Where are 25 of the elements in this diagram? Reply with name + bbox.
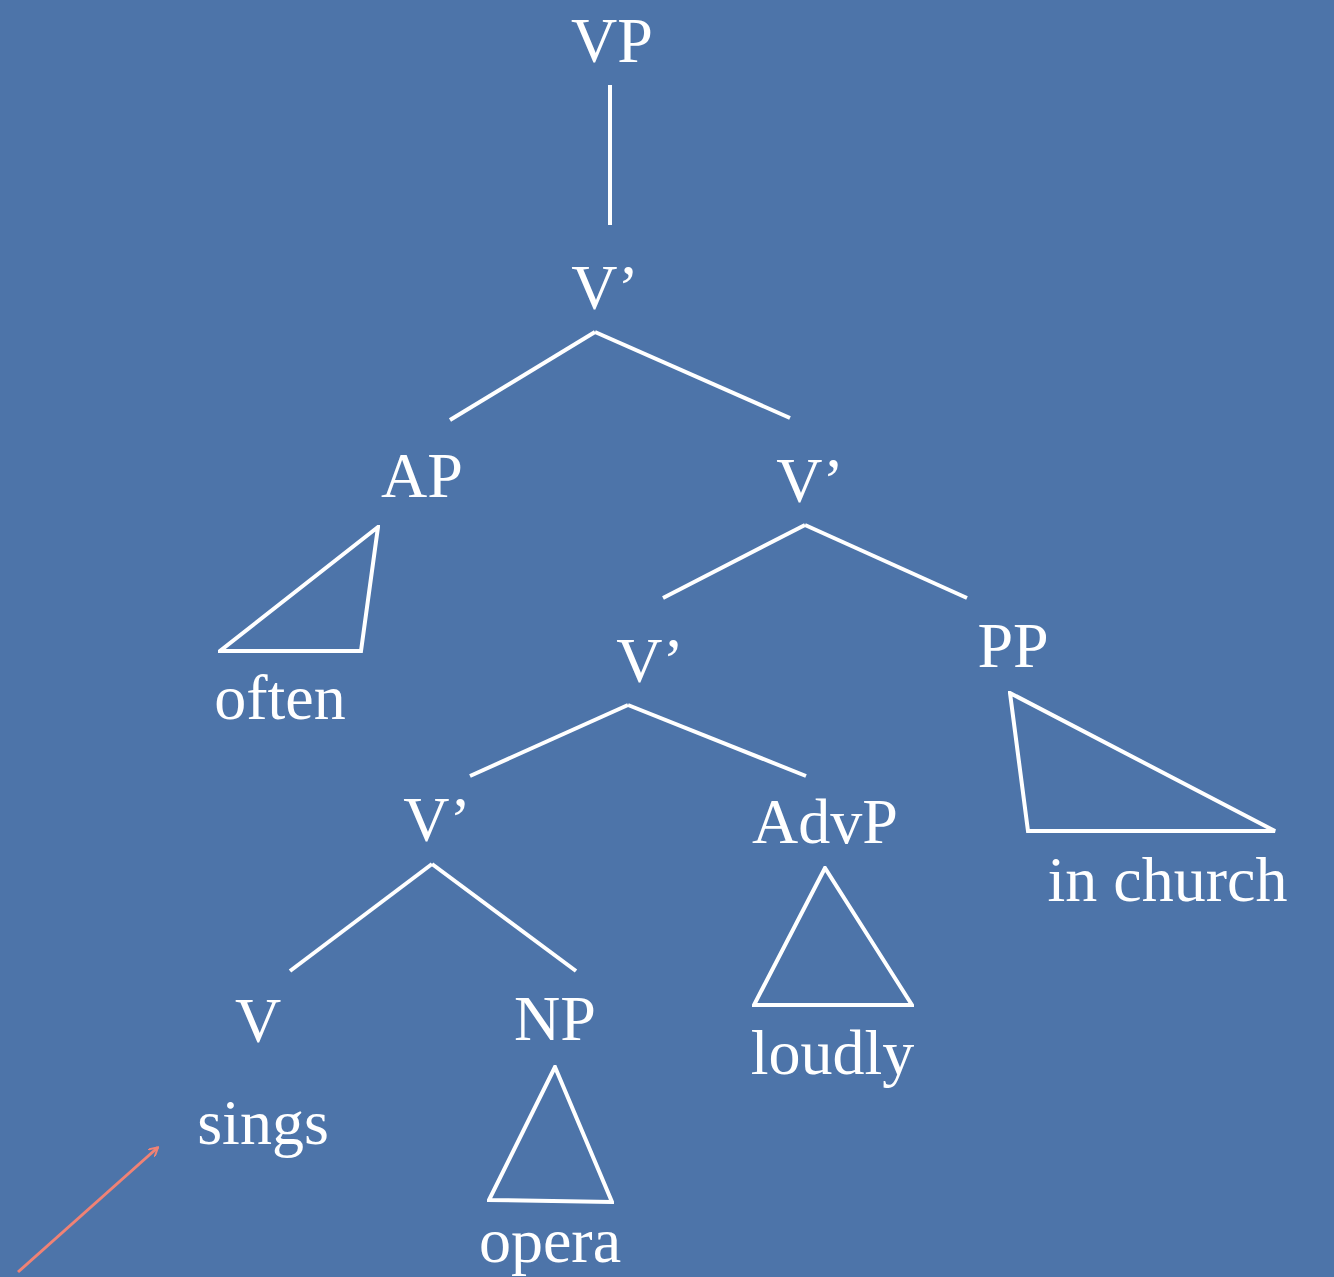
tree-branch-line (469, 703, 629, 778)
category-label: PP (977, 610, 1049, 682)
category-label: AP (381, 440, 463, 512)
word-label: opera (478, 1205, 622, 1277)
category-label: AdvP (752, 786, 898, 858)
tree-branch-line (608, 85, 612, 225)
word-label: sings (197, 1086, 329, 1159)
category-label: V’ (571, 252, 639, 324)
tree-branch-line (627, 703, 807, 778)
category-label: NP (514, 983, 596, 1055)
word-label: often (214, 661, 346, 734)
tree-branch-line (662, 523, 806, 600)
category-label: VP (571, 5, 653, 77)
tree-branch-line (594, 330, 791, 420)
category-label: V’ (776, 445, 844, 517)
category-label: V’ (616, 625, 684, 697)
word-label: in church (1047, 844, 1288, 916)
category-label: V (234, 985, 282, 1057)
word-label: loudly (750, 1017, 915, 1089)
category-label: V’ (403, 784, 471, 856)
tree-branch-line (430, 862, 578, 973)
tree-branch-line (288, 862, 434, 973)
tree-branch-line (804, 523, 968, 600)
pointer-arrow (17, 1146, 159, 1274)
tree-branch-line (448, 330, 597, 422)
